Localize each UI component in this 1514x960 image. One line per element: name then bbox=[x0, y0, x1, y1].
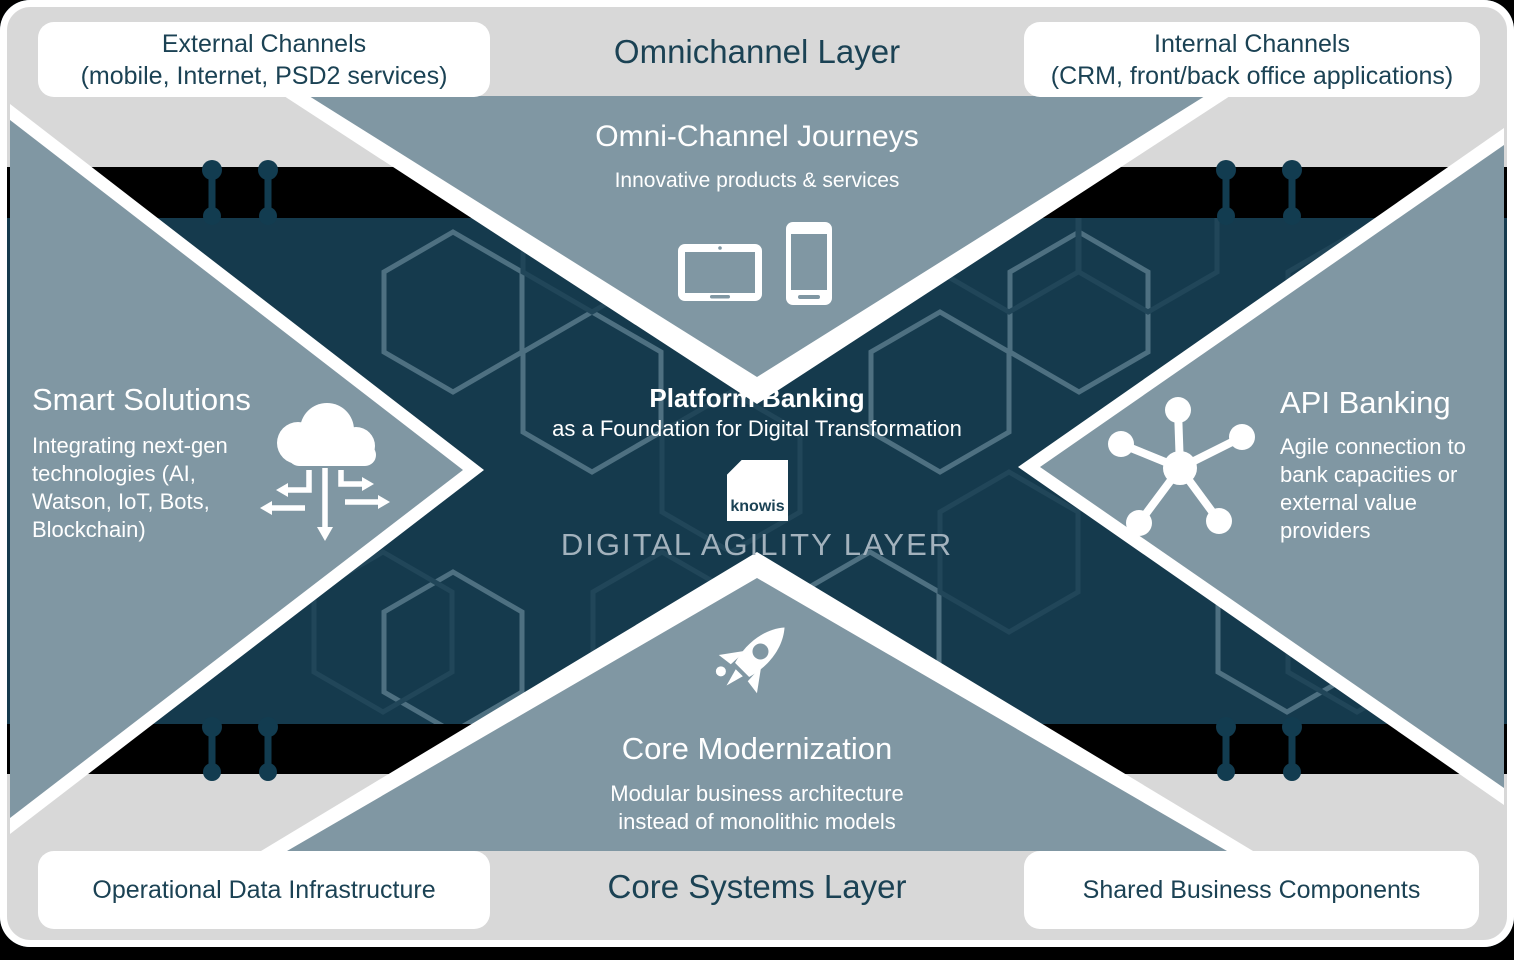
api-banking-title: API Banking bbox=[1280, 385, 1451, 420]
omnichannel-layer-title: Omnichannel Layer bbox=[613, 33, 901, 70]
api-banking-triangle bbox=[1040, 145, 1504, 788]
smartphone-icon bbox=[786, 222, 832, 305]
omni-channel-journeys-subtitle: Innovative products & services bbox=[614, 169, 900, 192]
digital-agility-layer-label: DIGITAL AGILITY LAYER bbox=[560, 527, 954, 562]
core-modernization-triangle bbox=[287, 578, 1227, 851]
operational-data-infrastructure-box: Operational Data Infrastructure bbox=[38, 851, 490, 929]
smart-solutions-title: Smart Solutions bbox=[32, 382, 251, 417]
core-modernization-title: Core Modernization bbox=[621, 731, 893, 766]
platform-banking-title: Platform Banking bbox=[649, 383, 865, 413]
rocket-icon bbox=[715, 627, 785, 694]
smart-solutions-triangle bbox=[10, 120, 463, 818]
tablet-icon bbox=[678, 244, 762, 301]
knowis-logo: knowis bbox=[727, 460, 788, 521]
cloud-integration-icon bbox=[260, 403, 390, 541]
omni-channel-journeys-triangle bbox=[309, 96, 1205, 377]
core-modernization-body: Modular business architecture instead of… bbox=[610, 781, 904, 834]
external-channels-box: External Channels (mobile, Internet, PSD… bbox=[38, 22, 490, 97]
knowis-logo-text: knowis bbox=[730, 498, 785, 515]
platform-banking-subtitle: as a Foundation for Digital Transformati… bbox=[552, 416, 962, 441]
core-systems-layer-title: Core Systems Layer bbox=[607, 868, 907, 905]
api-network-hub-icon bbox=[1108, 397, 1255, 536]
omni-channel-journeys-title: Omni-Channel Journeys bbox=[595, 120, 919, 153]
internal-channels-box: Internal Channels (CRM, front/back offic… bbox=[1024, 22, 1480, 97]
shared-business-components-box: Shared Business Components bbox=[1024, 851, 1479, 929]
connector-pins bbox=[202, 160, 1302, 781]
api-banking-body: Agile connection to bank capacities or e… bbox=[1280, 434, 1466, 543]
smart-solutions-body: Integrating next-gen technologies (AI, W… bbox=[32, 433, 228, 542]
